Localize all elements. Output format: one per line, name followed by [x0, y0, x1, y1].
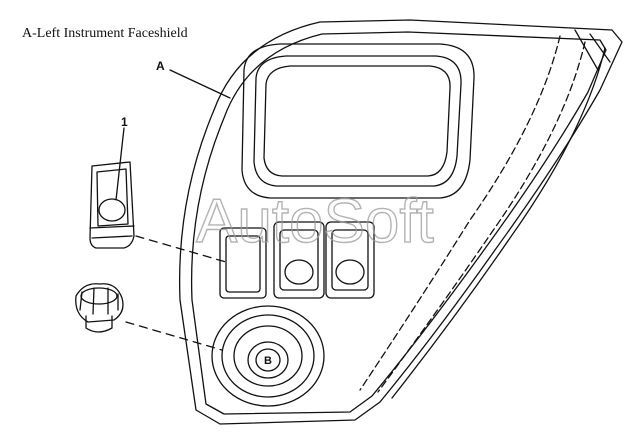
- key-switch: [211, 305, 325, 407]
- keyswitch-symbol: B: [264, 355, 272, 367]
- callout-1: 1: [121, 115, 128, 129]
- display-window: [241, 43, 475, 199]
- exploded-view-guides: [125, 235, 227, 351]
- rocker-switch-part: [89, 161, 135, 249]
- faceshield-panel: [179, 19, 623, 425]
- callout-A: A: [156, 59, 165, 73]
- watermark-text: AutoSoft: [196, 187, 434, 256]
- diagram-caption: A-Left Instrument Faceshield: [22, 26, 188, 41]
- leader-lines: [115, 69, 231, 201]
- switch-bank: [219, 221, 375, 299]
- rotary-knob-part: [75, 283, 124, 333]
